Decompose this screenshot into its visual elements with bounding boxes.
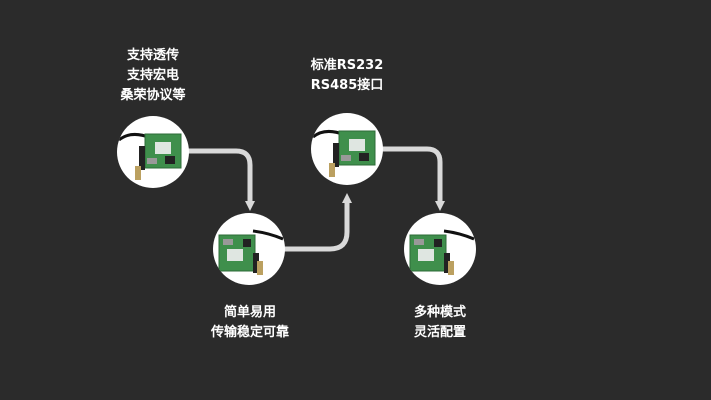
caption-line: 标准RS232 (310, 58, 384, 73)
caption-line: 多种模式 (413, 305, 466, 320)
module-node-protocols (117, 116, 189, 188)
caption-line: 支持透传 (126, 48, 179, 63)
circuit-board-icon (312, 130, 376, 177)
module-node-interfaces (311, 113, 383, 185)
arrow-3-to-4 (382, 146, 445, 211)
arrow-1-to-2 (188, 148, 255, 211)
caption-line: 桑荣协议等 (120, 88, 186, 103)
circuit-board-icon (118, 133, 182, 180)
circuit-board-icon (409, 229, 475, 275)
caption-modes: 多种模式 灵活配置 (400, 303, 480, 343)
caption-line: 支持宏电 (126, 68, 179, 83)
circuit-board-icon (218, 229, 284, 275)
module-node-easy (213, 213, 285, 285)
caption-protocols: 支持透传 支持宏电 桑荣协议等 (103, 46, 203, 106)
caption-easy: 简单易用 传输稳定可靠 (196, 303, 304, 343)
caption-line: RS485接口 (310, 78, 384, 93)
caption-interfaces: 标准RS232 RS485接口 (295, 56, 399, 96)
caption-line: 传输稳定可靠 (210, 325, 289, 340)
arrow-2-to-3 (284, 193, 352, 252)
caption-line: 简单易用 (223, 305, 276, 320)
caption-line: 灵活配置 (413, 325, 466, 340)
module-node-modes (404, 213, 476, 285)
